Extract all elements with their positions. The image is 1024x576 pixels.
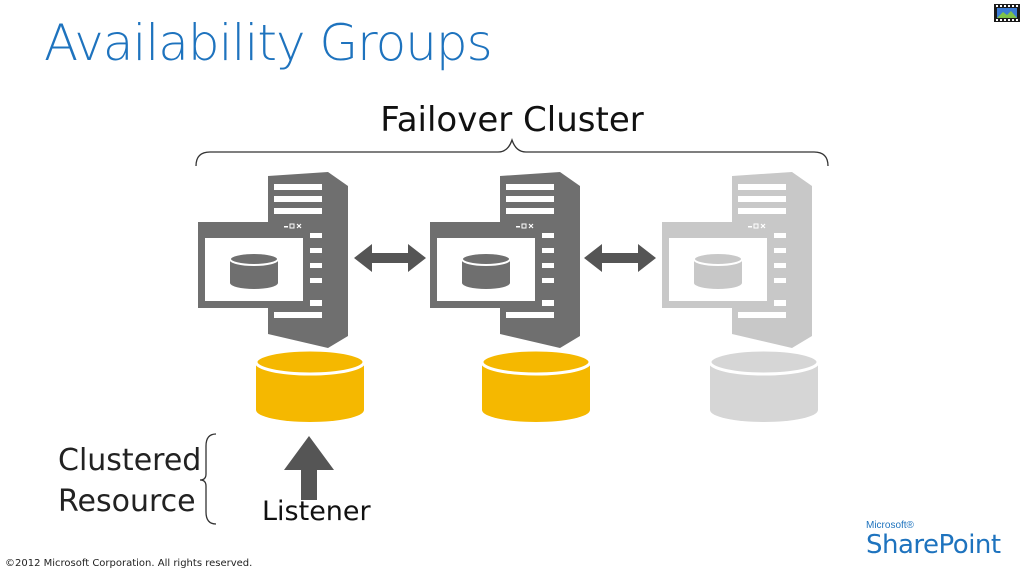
server-icon	[429, 171, 581, 349]
clustered-resource-line-2: Resource	[58, 484, 196, 519]
media-clip-icon[interactable]	[993, 2, 1021, 24]
double-arrow-icon	[354, 244, 426, 272]
brand-company: Microsoft®	[866, 520, 914, 531]
up-arrow-icon	[284, 436, 334, 500]
failover-cluster-label: Failover Cluster	[380, 100, 644, 140]
sharepoint-logo: Microsoft® SharePoint	[866, 520, 1001, 559]
database-icon	[480, 348, 592, 424]
slide-title: Availability Groups	[44, 14, 493, 72]
server-icon	[197, 171, 349, 349]
clustered-resource-line-1: Clustered	[58, 443, 202, 478]
cluster-brace	[195, 137, 829, 167]
clustered-resource-brace	[199, 433, 217, 525]
copyright-footer: ©2012 Microsoft Corporation. All rights …	[5, 558, 253, 569]
database-icon	[708, 348, 820, 424]
listener-label: Listener	[262, 496, 371, 527]
clustered-resource-label: Clustered Resource	[58, 440, 201, 522]
double-arrow-icon	[584, 244, 656, 272]
server-icon	[661, 171, 813, 349]
database-icon	[254, 348, 366, 424]
brand-product: SharePoint	[866, 530, 1001, 560]
